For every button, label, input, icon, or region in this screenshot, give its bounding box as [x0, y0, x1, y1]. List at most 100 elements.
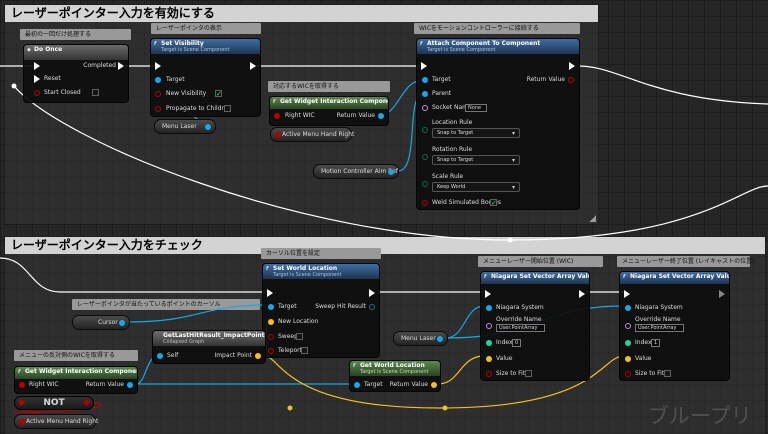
object-in-pin-target[interactable] — [422, 77, 428, 83]
name-in-pin-override[interactable] — [486, 323, 492, 329]
var-active-menu-hand-right[interactable]: Active Menu Hand Right — [270, 127, 354, 142]
bool-out-pin[interactable] — [19, 419, 25, 425]
object-out-pin[interactable] — [119, 320, 125, 326]
struct-out-pin-sweep-hit[interactable] — [369, 304, 375, 310]
exec-in-pin[interactable] — [485, 290, 491, 298]
int-in-pin-index[interactable] — [625, 340, 631, 346]
comment-get-other-wic[interactable]: メニューの反対側のWICを取得する — [14, 350, 138, 361]
exec-out-pin[interactable] — [369, 289, 375, 297]
bool-out-pin[interactable] — [82, 398, 91, 407]
object-wire-cursor-target[interactable] — [127, 304, 269, 323]
comment-laser-start[interactable]: メニューレーザー開始位置 (WIC) — [478, 256, 603, 267]
size-to-fit-checkbox[interactable] — [664, 370, 671, 377]
int-in-pin-index[interactable] — [486, 340, 492, 346]
exec-wire-attach-to-next[interactable] — [578, 65, 768, 105]
var-menu-laser[interactable]: Menu Laser — [393, 331, 448, 346]
override-name-input[interactable]: User.PointArray — [635, 324, 684, 332]
comment-laser-hit[interactable]: レーザーポインタが当たっているポイントのカーソル — [72, 299, 260, 310]
bool-in-pin-new-visibility[interactable] — [155, 91, 161, 97]
object-in-pin-parent[interactable] — [422, 91, 428, 97]
bool-out-pin-return-value[interactable] — [568, 77, 574, 83]
object-in-pin-target[interactable] — [155, 77, 161, 83]
var-motion-controller-aim-ref[interactable]: Motion Controller Aim Ref — [313, 164, 399, 179]
teleport-checkbox[interactable] — [301, 347, 308, 354]
bool-in-pin-right-wic[interactable] — [19, 382, 25, 388]
exec-in-pin[interactable] — [34, 62, 40, 70]
exec-out-pin[interactable] — [719, 290, 725, 298]
var-active-menu-hand-right[interactable]: Active Menu Hand Right — [14, 414, 98, 429]
vector-wire-location-niagara-1-value[interactable] — [437, 355, 485, 385]
object-in-pin-niagara-system[interactable] — [625, 305, 631, 311]
object-out-pin[interactable] — [205, 124, 211, 130]
vector-in-pin-new-location[interactable] — [268, 319, 274, 325]
bool-in-pin-weld[interactable] — [422, 200, 428, 206]
object-wire-menu-laser-niagara-1[interactable] — [445, 305, 485, 339]
object-out-pin-return-value[interactable] — [127, 382, 133, 388]
rotation-rule-dropdown[interactable]: Snap to Target — [432, 155, 520, 165]
object-in-pin-niagara-system[interactable] — [486, 305, 492, 311]
comment-laser-end[interactable]: メニューレーザー終了位置 (レイキャストの位置) — [617, 256, 754, 267]
bool-in-pin-teleport[interactable] — [268, 348, 274, 354]
start-closed-checkbox[interactable] — [92, 89, 99, 96]
index-input[interactable]: 1 — [651, 339, 660, 347]
bool-in-pin-size-to-fit[interactable] — [625, 371, 631, 377]
vector-out-pin-impact-point[interactable] — [255, 353, 261, 359]
comment-cursor-pos[interactable]: カーソル位置を設定 — [261, 248, 381, 259]
weld-checkbox[interactable]: ✓ — [490, 199, 497, 207]
vector-in-pin-value[interactable] — [486, 356, 492, 362]
exec-in-pin[interactable] — [421, 62, 427, 70]
var-cursor[interactable]: Cursor — [72, 315, 130, 330]
enum-in-pin-scale-rule[interactable] — [422, 181, 428, 187]
object-in-pin-target[interactable] — [354, 382, 360, 388]
vector-in-pin-value[interactable] — [625, 356, 631, 362]
bool-in-pin-propagate[interactable] — [155, 106, 161, 112]
sweep-checkbox[interactable] — [296, 333, 303, 340]
object-in-pin-target[interactable] — [268, 304, 274, 310]
propagate-checkbox[interactable] — [224, 105, 231, 112]
exec-out-pin[interactable] — [569, 62, 575, 70]
bool-in-pin-start-closed[interactable] — [34, 90, 40, 96]
exec-in-pin-reset[interactable] — [34, 75, 40, 83]
resize-grip[interactable] — [589, 215, 596, 222]
vector-out-pin-return-value[interactable] — [431, 382, 437, 388]
object-in-pin-self[interactable] — [157, 353, 163, 359]
node-not[interactable]: NOT — [14, 396, 94, 410]
enum-in-pin-location-rule[interactable] — [422, 127, 428, 133]
comment-get-wic[interactable]: 対応するWICを取得する — [268, 81, 390, 92]
comment-attach-wic[interactable]: WICをモーションコントローラーに接続する — [414, 23, 580, 34]
name-in-pin-socket[interactable] — [422, 105, 428, 111]
node-do-once[interactable]: ◆Do Once Completed Reset Start Closed — [23, 44, 129, 103]
bool-in-pin-sweep[interactable] — [268, 334, 274, 340]
bool-out-pin[interactable] — [275, 132, 281, 138]
size-to-fit-checkbox[interactable] — [525, 370, 532, 377]
exec-in-pin[interactable] — [267, 289, 273, 297]
override-name-input[interactable]: User.PointArray — [496, 324, 545, 332]
exec-in-pin[interactable] — [155, 62, 161, 70]
comment-first-only[interactable]: 最初の一回だけ処理する — [20, 29, 131, 40]
exec-in-pin[interactable] — [624, 290, 630, 298]
comment-show-laser[interactable]: レーザーポインタの表示 — [151, 23, 261, 34]
comment-laser-check[interactable]: レーザーポインター入力をチェック — [4, 236, 766, 434]
object-out-pin-return-value[interactable] — [378, 113, 384, 119]
new-visibility-checkbox[interactable]: ✓ — [215, 90, 222, 98]
index-input[interactable]: 0 — [512, 339, 521, 347]
vector-wire-impact-niagara-2-value[interactable] — [263, 355, 625, 409]
exec-out-pin-completed[interactable] — [118, 62, 124, 70]
bool-in-pin-right-wic[interactable] — [274, 113, 280, 119]
exec-wire-loop-back[interactable] — [13, 85, 768, 241]
name-in-pin-override[interactable] — [625, 323, 631, 329]
bool-in-pin-size-to-fit[interactable] — [486, 371, 492, 377]
location-rule-dropdown[interactable]: Snap to Target — [432, 128, 520, 138]
exec-wire-check-entry[interactable] — [0, 257, 268, 293]
scale-rule-dropdown[interactable]: Keep World — [432, 182, 520, 192]
bool-in-pin[interactable] — [17, 398, 26, 407]
